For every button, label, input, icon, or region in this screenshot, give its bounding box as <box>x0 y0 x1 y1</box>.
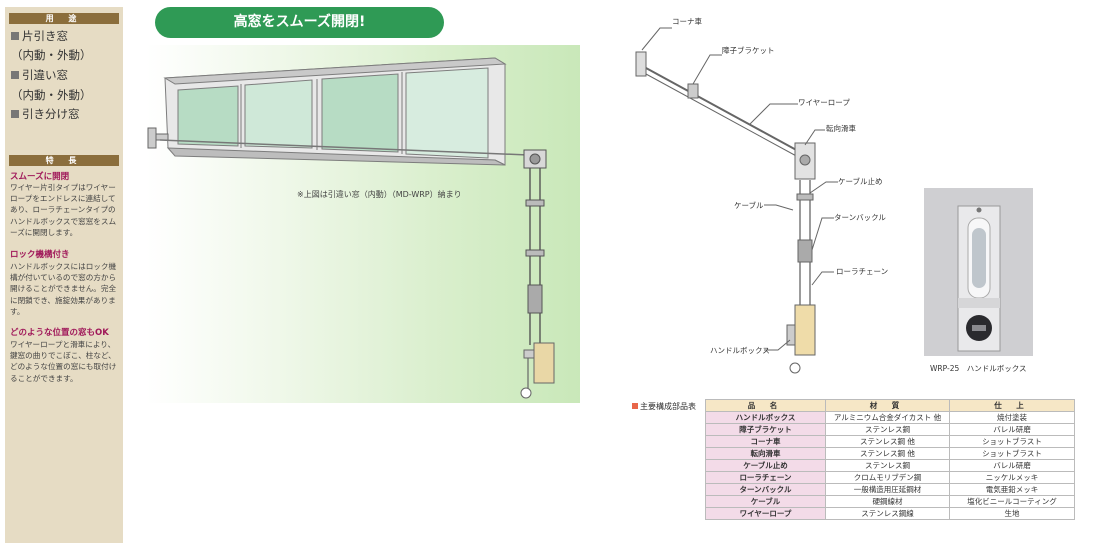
part-name: ローラチェーン <box>705 471 826 484</box>
part-finish: 電気亜鉛メッキ <box>949 483 1075 496</box>
part-material: ステンレス鋼 他 <box>825 447 950 460</box>
part-finish: 塩化ビニールコーティング <box>949 495 1075 508</box>
part-finish: ショットブラスト <box>949 447 1075 460</box>
label-wire-rope: ワイヤーロープ <box>798 98 850 107</box>
part-material: ステンレス鋼 <box>825 423 950 436</box>
part-finish: 生地 <box>949 507 1075 520</box>
part-material: クロムモリブデン鋼 <box>825 471 950 484</box>
photo-caption: WRP-25 ハンドルボックス <box>930 364 1027 373</box>
part-finish: バレル研磨 <box>949 459 1075 472</box>
features-header: 特 長 <box>9 155 119 166</box>
part-name: ケーブル <box>705 495 826 508</box>
table-row: ワイヤーロープステンレス鋼線生地 <box>705 507 1075 520</box>
part-name: 障子ブラケット <box>705 423 826 436</box>
use-item-2-sub: （内動・外動） <box>11 88 92 102</box>
part-name: 転向滑車 <box>705 447 826 460</box>
use-item-1: 片引き窓 <box>11 27 68 45</box>
label-handle-box: ハンドルボックス <box>710 346 770 355</box>
handle-box-illustration <box>520 342 555 399</box>
table-row: コーナ車ステンレス鋼 他ショットブラスト <box>705 435 1075 448</box>
table-row: ローラチェーンクロムモリブデン鋼ニッケルメッキ <box>705 471 1075 484</box>
feature-text-3: ワイヤーロープと滑車により、鍵窓の曲りでこぼこ、柱など、どのような位置の窓にも取… <box>10 340 117 383</box>
part-finish: 焼付塗装 <box>949 411 1075 424</box>
part-finish: ショットブラスト <box>949 435 1075 448</box>
part-finish: ニッケルメッキ <box>949 471 1075 484</box>
label-roller-chain: ローラチェーン <box>836 267 889 276</box>
part-name: ターンバックル <box>705 483 826 496</box>
column-header: 材 質 <box>825 399 950 412</box>
part-material: ステンレス鋼 <box>825 459 950 472</box>
square-bullet-icon <box>11 71 19 79</box>
table-row: ターンバックル一般構造用圧延鋼材電気亜鉛メッキ <box>705 483 1075 496</box>
part-finish: バレル研磨 <box>949 423 1075 436</box>
square-bullet-icon <box>11 32 19 40</box>
use-item-1-sub: （内動・外動） <box>11 48 92 62</box>
parts-table: 品 名 材 質 仕 上 ハンドルボックスアルミニウム合金ダイカスト 他焼付塗装 … <box>705 399 1075 520</box>
uses-header: 用 途 <box>9 13 119 24</box>
square-bullet-icon <box>11 110 19 118</box>
label-corner-pulley: コーナ車 <box>672 17 702 26</box>
part-material: 硬鋼線材 <box>825 495 950 508</box>
use-item-3: 引き分け窓 <box>11 105 80 123</box>
table-row: 転向滑車ステンレス鋼 他ショットブラスト <box>705 447 1075 460</box>
label-cable: ケーブル <box>734 201 764 210</box>
vertical-chain <box>525 168 545 345</box>
feature-text-2: ハンドルボックスにはロック機構が付いているので窓の方から開けることができません。… <box>10 262 117 316</box>
window-illustration <box>147 57 555 399</box>
label-sash-bracket: 障子ブラケット <box>722 46 775 55</box>
feature-title-2: ロック機構付き <box>10 250 70 260</box>
square-bullet-icon <box>632 403 638 409</box>
part-name: ケーブル止め <box>705 459 826 472</box>
feature-text-1: ワイヤー片引タイプはワイヤーロープをエンドレスに連結してあり、ローラチェーンタイ… <box>10 183 117 237</box>
table-row: ケーブル硬鋼線材塩化ビニールコーティング <box>705 495 1075 508</box>
wire-rope-line <box>159 139 529 156</box>
figure-note: ※上図は引違い窓（内動）（MD-WRP）納まり <box>297 190 462 199</box>
parts-diagram <box>635 27 838 374</box>
sidebar: 用 途 片引き窓 （内動・外動） 引違い窓 （内動・外動） 引き分け窓 特 長 … <box>5 7 123 543</box>
label-cable-stop: ケーブル止め <box>838 177 883 186</box>
part-material: 一般構造用圧延鋼材 <box>825 483 950 496</box>
handle-box-photo-image <box>924 188 1033 356</box>
sliding-window-frame <box>163 57 507 166</box>
part-material: ステンレス鋼 他 <box>825 435 950 448</box>
part-material: ステンレス鋼線 <box>825 507 950 520</box>
part-name: コーナ車 <box>705 435 826 448</box>
column-header: 品 名 <box>705 399 826 412</box>
part-material: アルミニウム合金ダイカスト 他 <box>825 411 950 424</box>
title-banner: 高窓をスムーズ開閉! <box>155 7 444 38</box>
table-header-row: 品 名 材 質 仕 上 <box>705 399 1075 412</box>
feature-title-1: スムーズに開閉 <box>10 172 70 182</box>
handle-box-photo <box>924 188 1033 356</box>
corner-pulley-left <box>147 127 169 149</box>
feature-title-3: どのような位置の窓もOK <box>10 328 109 338</box>
parts-table-title: 主要構成部品表 <box>632 401 696 412</box>
table-row: ハンドルボックスアルミニウム合金ダイカスト 他焼付塗装 <box>705 411 1075 424</box>
column-header: 仕 上 <box>949 399 1075 412</box>
part-name: ワイヤーロープ <box>705 507 826 520</box>
part-name: ハンドルボックス <box>705 411 826 424</box>
table-row: ケーブル止めステンレス鋼バレル研磨 <box>705 459 1075 472</box>
use-item-2: 引違い窓 <box>11 66 68 84</box>
turning-pulley <box>523 149 547 169</box>
label-turnbuckle: ターンバックル <box>834 213 886 222</box>
table-row: 障子ブラケットステンレス鋼バレル研磨 <box>705 423 1075 436</box>
label-turning-pulley: 転向滑車 <box>826 124 856 133</box>
